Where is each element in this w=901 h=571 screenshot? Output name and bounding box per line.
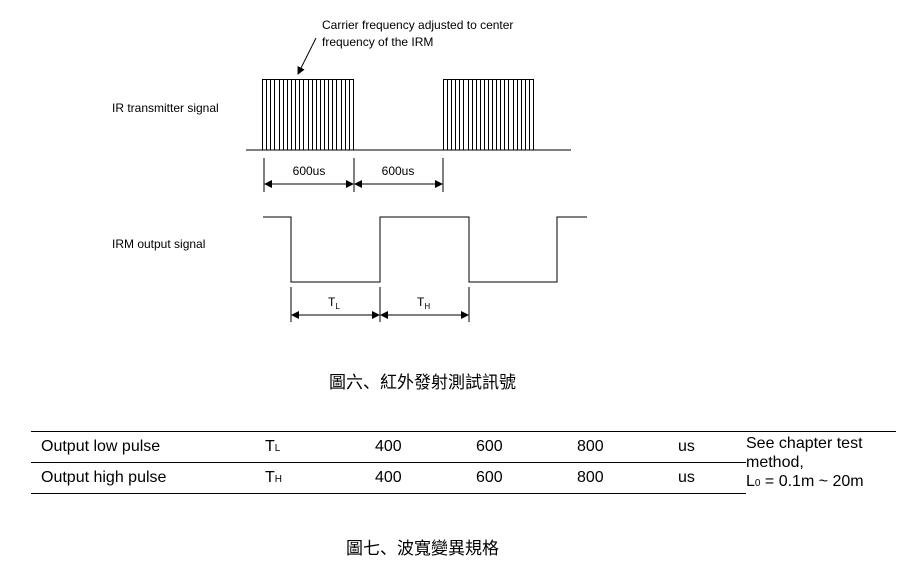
note-l-main: L bbox=[746, 473, 755, 490]
tl-label-sub: L bbox=[335, 302, 340, 311]
parameter-cell: Output high pulse bbox=[31, 462, 265, 494]
symbol-sub: H bbox=[274, 474, 283, 485]
carrier-burst-1 bbox=[262, 79, 354, 150]
unit-cell: us bbox=[678, 431, 746, 463]
figure-7-caption: 圖七、波寬變異規格 bbox=[346, 539, 499, 559]
ir-signal-timing-diagram: Carrier frequency adjusted to center fre… bbox=[112, 18, 587, 322]
min-cell: 400 bbox=[375, 431, 476, 463]
th-label: TH bbox=[417, 295, 430, 311]
carrier-pointer-arrow bbox=[297, 37, 317, 75]
th-label-main: T bbox=[417, 295, 425, 309]
note-range: = 0.1m ~ 20m bbox=[760, 473, 864, 490]
figure-6-caption: 圖六、紅外發射測試訊號 bbox=[329, 373, 516, 393]
symbol-sub: L bbox=[274, 443, 281, 454]
typ-cell: 600 bbox=[476, 462, 577, 494]
table-row: Output low pulse TL 400 600 800 us See c… bbox=[31, 431, 896, 494]
pulse-width-spec-table: Output low pulse TL 400 600 800 us See c… bbox=[31, 431, 896, 494]
unit-cell: us bbox=[678, 462, 746, 494]
carrier-note-line2: frequency of the IRM bbox=[322, 35, 433, 49]
table-row: Output high pulse TH 400 600 800 us bbox=[31, 462, 896, 494]
duration-label-2: 600us bbox=[382, 164, 415, 178]
min-cell: 400 bbox=[375, 462, 476, 494]
carrier-note-line1: Carrier frequency adjusted to center bbox=[322, 18, 513, 32]
note-l-sub: 0 bbox=[754, 478, 761, 489]
note-line-1: See chapter test bbox=[746, 435, 863, 452]
parameter-cell: Output low pulse bbox=[31, 431, 265, 463]
symbol-cell: TH bbox=[265, 462, 375, 494]
test-condition-note: See chapter test method, L0 = 0.1m ~ 20m bbox=[746, 431, 896, 494]
tl-label: TL bbox=[328, 295, 340, 311]
irm-output-waveform bbox=[263, 216, 587, 283]
symbol-main: T bbox=[265, 469, 275, 486]
max-cell: 800 bbox=[577, 431, 678, 463]
ir-transmitter-label: IR transmitter signal bbox=[112, 101, 219, 115]
irm-output-label: IRM output signal bbox=[112, 237, 205, 251]
symbol-main: T bbox=[265, 438, 275, 455]
note-line-3: L0 = 0.1m ~ 20m bbox=[746, 472, 896, 493]
tl-label-main: T bbox=[328, 295, 336, 309]
max-cell: 800 bbox=[577, 462, 678, 494]
th-label-sub: H bbox=[424, 302, 430, 311]
duration-label-1: 600us bbox=[293, 164, 326, 178]
symbol-cell: TL bbox=[265, 431, 375, 463]
typ-cell: 600 bbox=[476, 431, 577, 463]
note-line-2: method, bbox=[746, 454, 804, 471]
carrier-burst-2 bbox=[443, 79, 534, 150]
